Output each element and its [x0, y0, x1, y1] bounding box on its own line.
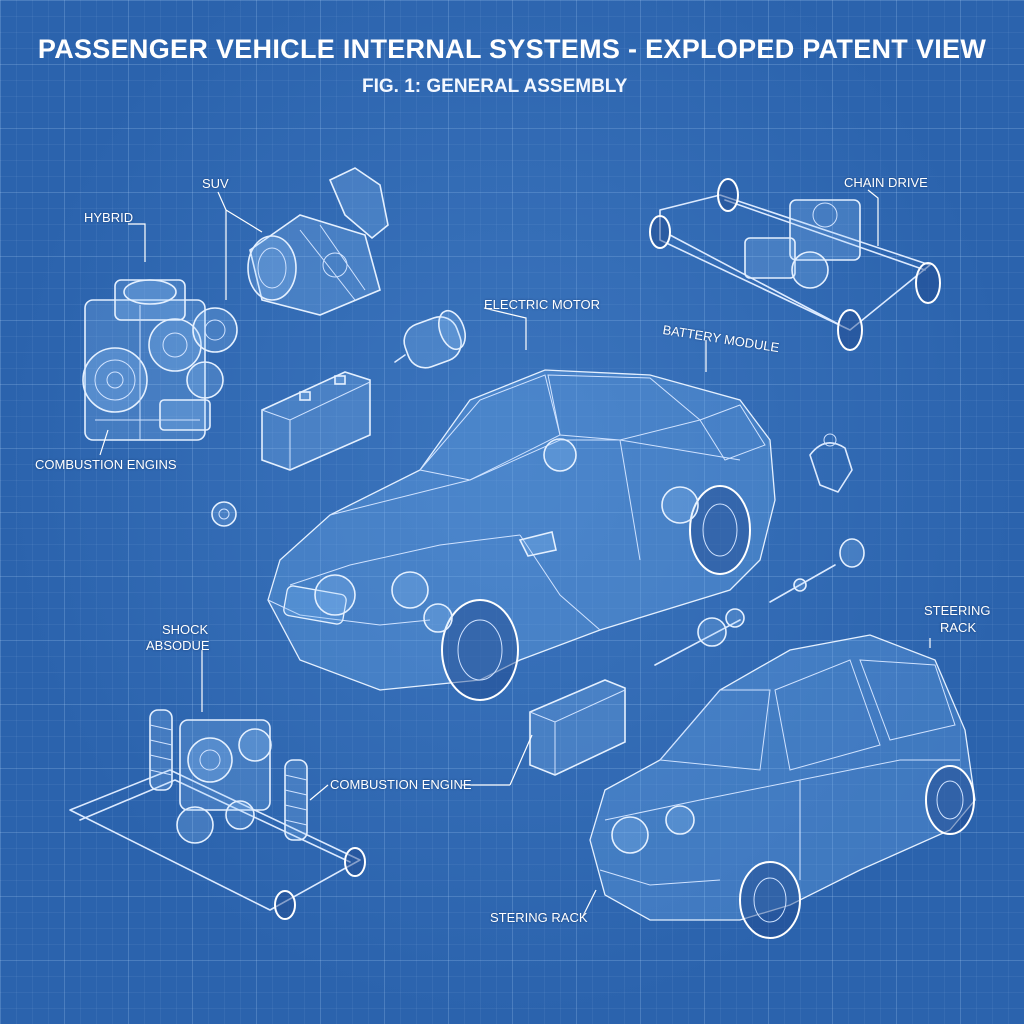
hatchback-car-illustration	[589, 634, 976, 939]
figure-caption: FIG. 1: GENERAL ASSEMBLY	[362, 76, 628, 97]
label-stering-rack: STERING RACK	[490, 910, 588, 925]
hybrid-engine-illustration	[82, 279, 238, 441]
main-car-illustration	[267, 369, 776, 701]
battery-lower-illustration	[529, 679, 626, 776]
label-combustion-engins: COMBUSTION ENGINS	[35, 457, 177, 472]
label-suv: SUV	[202, 176, 229, 191]
bearing-illustration	[211, 501, 237, 527]
label-shock-line1: SHOCK	[162, 622, 209, 637]
chain-drive-illustration	[649, 178, 941, 351]
combustion-engine-chassis-illustration	[69, 709, 366, 920]
suv-transmission-illustration	[247, 167, 389, 316]
label-hybrid: HYBRID	[84, 210, 134, 225]
electric-motor-illustration	[394, 309, 466, 369]
label-combustion-engine: COMBUSTION ENGINE	[330, 777, 472, 792]
page-title: PASSENGER VEHICLE INTERNAL SYSTEMS - EXP…	[37, 34, 987, 64]
bracket-illustration	[809, 433, 853, 493]
leader-lines	[99, 189, 931, 919]
label-electric-motor: ELECTRIC MOTOR	[484, 297, 601, 312]
label-shock-line2: ABSODUE	[146, 638, 210, 653]
label-steering-rack-line2: RACK	[940, 620, 977, 635]
steering-shaft-illustration	[654, 538, 865, 666]
battery-illustration	[261, 371, 371, 471]
label-chain-drive: CHAIN DRIVE	[844, 175, 928, 190]
label-steering-rack-line1: STEERING	[924, 603, 991, 618]
